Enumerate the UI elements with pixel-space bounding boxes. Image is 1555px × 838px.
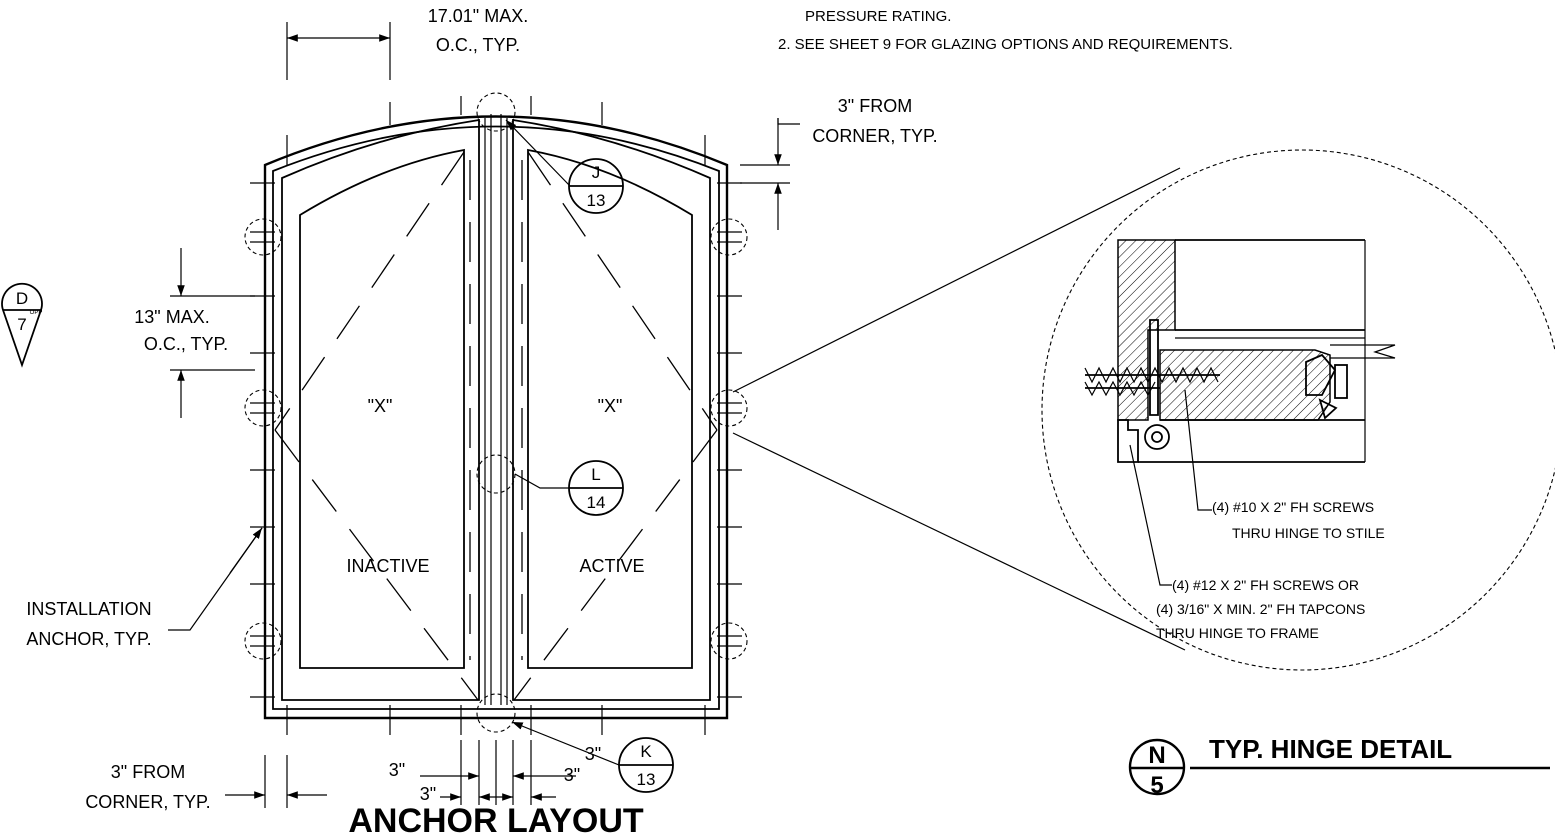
corner-top-dim-line1: 3" FROM bbox=[838, 96, 912, 116]
section-marker-d-7 bbox=[1, 282, 43, 368]
corner-bottom-dim-line1: 3" FROM bbox=[111, 762, 185, 782]
hinge-detail-title-bubble bbox=[1128, 738, 1550, 796]
side-oc-dimension bbox=[170, 248, 255, 418]
anchor-layout-title: ANCHOR LAYOUT bbox=[348, 802, 644, 838]
screws-stile-line2: THRU HINGE TO STILE bbox=[1232, 525, 1385, 541]
corner-top-dim-line2: CORNER, TYP. bbox=[812, 126, 937, 146]
hinge-detail-letter: N bbox=[1148, 742, 1165, 769]
right-panel-mark: "X" bbox=[598, 396, 623, 416]
hinge-detail-sheet: 5 bbox=[1150, 772, 1163, 799]
section-marker-flag: OPP bbox=[30, 310, 43, 316]
screw-threads-upper bbox=[1084, 366, 1220, 384]
note-2: 2. SEE SHEET 9 FOR GLAZING OPTIONS AND R… bbox=[778, 36, 1233, 53]
installation-anchor-line1: INSTALLATION bbox=[26, 599, 151, 619]
bubble-l-14 bbox=[514, 460, 624, 516]
three-inch-label-1: 3" bbox=[389, 760, 405, 780]
screws-frame-line2: (4) 3/16" X MIN. 2" FH TAPCONS bbox=[1156, 601, 1365, 617]
three-inch-label-4: 3" bbox=[564, 765, 580, 785]
hinge-detail-view bbox=[732, 149, 1555, 671]
bubble-k-sheet: 13 bbox=[637, 770, 656, 789]
top-oc-dim-line2: O.C., TYP. bbox=[436, 35, 520, 55]
corner-top-dimension bbox=[740, 118, 800, 230]
corner-bottom-dimension bbox=[225, 755, 327, 808]
anchor-ticks-top bbox=[286, 96, 706, 165]
section-marker-letter: D bbox=[16, 289, 28, 308]
hinge-detail-title: TYP. HINGE DETAIL bbox=[1209, 734, 1452, 764]
swing-lines bbox=[274, 151, 718, 701]
screws-frame-line1: (4) #12 X 2" FH SCREWS OR bbox=[1172, 577, 1359, 593]
left-panel-mark: "X" bbox=[368, 396, 393, 416]
center-three-inch-dimensions bbox=[420, 740, 576, 805]
three-inch-label-2: 3" bbox=[420, 784, 436, 804]
door-frame bbox=[263, 114, 729, 720]
screw-threads-lower bbox=[1084, 380, 1160, 397]
side-oc-dim-line1: 13" MAX. bbox=[134, 307, 209, 327]
anchor-ticks-left bbox=[250, 182, 275, 698]
anchor-ticks-right bbox=[717, 182, 742, 698]
section-marker-sheet: 7 bbox=[17, 315, 26, 334]
side-oc-dim-line2: O.C., TYP. bbox=[144, 334, 228, 354]
hinge-circles bbox=[244, 92, 748, 733]
active-leaf-label: ACTIVE bbox=[579, 556, 644, 576]
inactive-leaf-label: INACTIVE bbox=[346, 556, 429, 576]
bubble-k-letter: K bbox=[640, 742, 652, 761]
corner-bottom-dim-line2: CORNER, TYP. bbox=[85, 792, 210, 812]
installation-anchor-line2: ANCHOR, TYP. bbox=[26, 629, 151, 649]
bubble-j-sheet: 13 bbox=[587, 191, 606, 210]
bubble-j-13 bbox=[505, 119, 624, 214]
bubble-k-13 bbox=[511, 721, 674, 793]
bubble-j-letter: J bbox=[592, 163, 601, 182]
bubble-l-sheet: 14 bbox=[587, 493, 606, 512]
bubble-l-letter: L bbox=[591, 465, 600, 484]
screws-stile-line1: (4) #10 X 2" FH SCREWS bbox=[1212, 499, 1374, 515]
installation-anchor-leader bbox=[168, 527, 263, 631]
screws-frame-line3: THRU HINGE TO FRAME bbox=[1156, 625, 1319, 641]
top-oc-dim-line1: 17.01" MAX. bbox=[428, 6, 528, 26]
top-oc-dimension bbox=[286, 22, 391, 80]
note-1-tail: PRESSURE RATING. bbox=[805, 8, 951, 25]
